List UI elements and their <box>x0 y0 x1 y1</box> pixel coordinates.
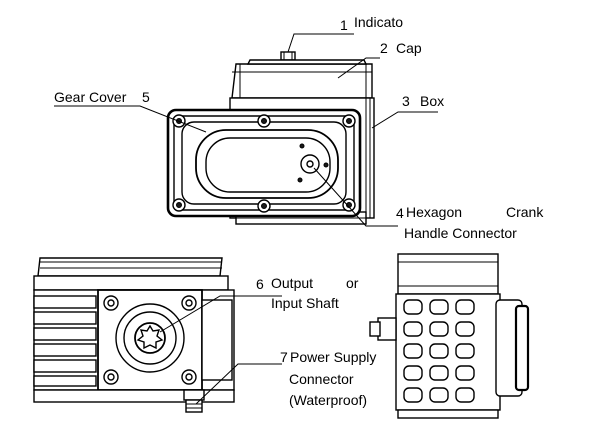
callout-4-text: Hexagon <box>406 204 462 220</box>
leader-line-5 <box>54 105 207 133</box>
leader-line-3 <box>371 111 438 129</box>
leader-line-1 <box>287 33 354 53</box>
callout-2: 2 Cap <box>380 40 422 56</box>
gear-cover <box>166 108 362 218</box>
callout-3-text: Box <box>420 93 444 109</box>
leader-line-4 <box>313 167 398 227</box>
callout-6: 6 Output or Input Shaft <box>256 275 359 311</box>
callout-1-text: Indicato <box>354 14 403 30</box>
side-view-right <box>369 253 530 419</box>
callout-6-text: Output <box>271 275 313 291</box>
mounting-flange <box>97 289 203 391</box>
callout-3: 3 Box <box>402 93 444 109</box>
top-view <box>166 51 375 225</box>
callout-3-number: 3 <box>402 93 410 109</box>
callout-4-number: 4 <box>396 205 404 221</box>
callout-1: 1 Indicato <box>340 14 403 33</box>
cooling-fins-right <box>403 299 475 403</box>
callout-5-text: Gear Cover <box>54 89 127 105</box>
callout-5: Gear Cover 5 <box>54 89 150 105</box>
callout-7: 7 Power Supply Connector (Waterproof) <box>280 349 376 408</box>
callout-4-line2: Handle Connector <box>404 225 517 241</box>
callout-7-number: 7 <box>280 349 288 365</box>
callout-6-text2: or <box>346 275 359 291</box>
cap <box>231 59 373 99</box>
callout-6-number: 6 <box>256 276 264 292</box>
callout-4-text2: Crank <box>506 204 544 220</box>
leader-line-7 <box>195 363 282 405</box>
callout-6-line2: Input Shaft <box>271 295 339 311</box>
callout-4: 4 Hexagon Crank Handle Connector <box>396 204 544 241</box>
callout-2-number: 2 <box>380 40 388 56</box>
leader-lines <box>54 33 438 405</box>
callout-1-number: 1 <box>340 17 348 33</box>
callout-7-text: Power Supply <box>290 349 376 365</box>
side-view-left <box>33 257 235 413</box>
callout-5-number: 5 <box>142 89 150 105</box>
cooling-fins-left <box>33 295 97 387</box>
power-connector <box>183 389 205 413</box>
leader-line-2 <box>337 57 380 79</box>
callout-7-line3: (Waterproof) <box>289 392 367 408</box>
callout-7-line2: Connector <box>289 371 354 387</box>
callout-2-text: Cap <box>396 40 422 56</box>
indicator <box>280 51 296 61</box>
leader-line-6 <box>159 295 282 333</box>
